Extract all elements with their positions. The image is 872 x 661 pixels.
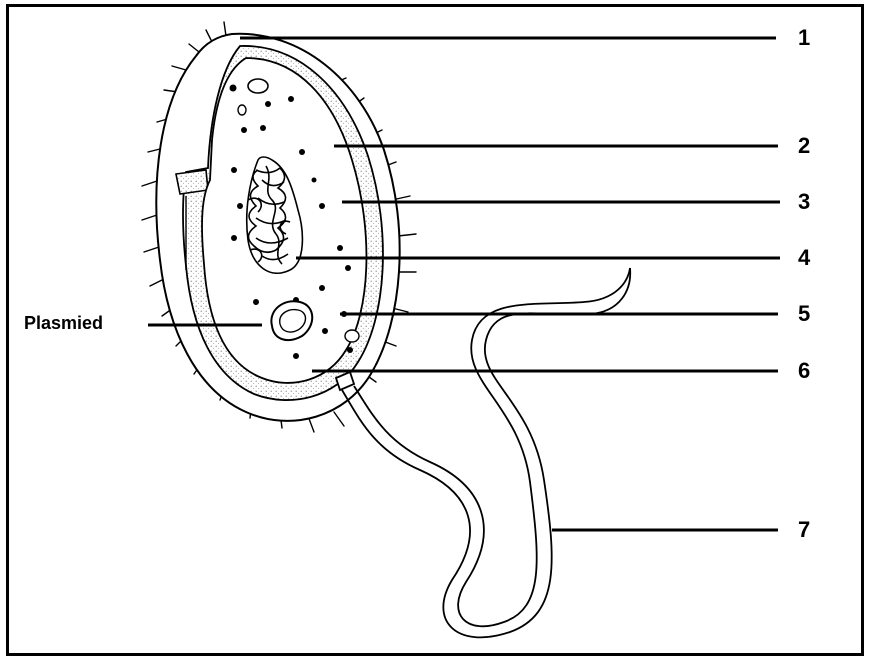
- label-6: 6: [798, 360, 810, 382]
- label-4: 4: [798, 247, 810, 269]
- label-5: 5: [798, 303, 810, 325]
- wall-cutaway: [176, 170, 208, 194]
- label-7: 7: [798, 519, 810, 541]
- label-3: 3: [798, 191, 810, 213]
- label-2: 2: [798, 135, 810, 157]
- granule: [248, 79, 268, 93]
- plasmid-label: Plasmied: [24, 314, 103, 332]
- label-1: 1: [798, 27, 810, 49]
